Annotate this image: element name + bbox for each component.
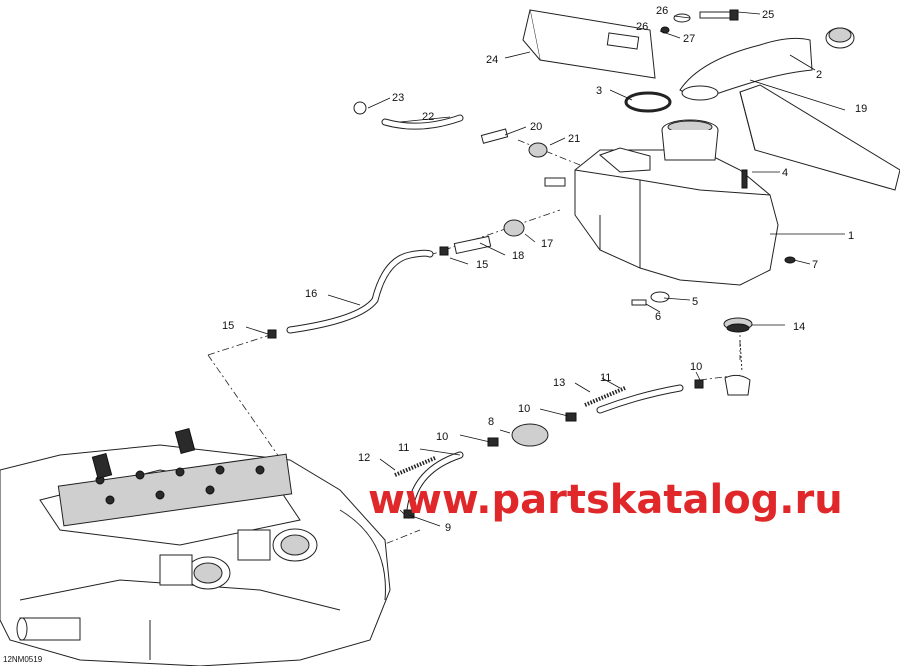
callout-17: 17 [541,238,553,250]
callout-16: 16 [305,288,317,300]
part-vent-valve [741,169,748,189]
callout-18: 18 [512,250,524,262]
callout-12: 12 [358,452,370,464]
part-clamp [624,91,672,113]
part-pickup-grommet [723,317,753,333]
part-fuel-line-lower [394,339,751,519]
callout-22: 22 [422,111,434,123]
callout-27: 27 [683,33,695,45]
figure-code: 12NM0519 [3,655,43,664]
engine-block [0,427,391,666]
part-screw-washer-nut [660,9,739,34]
part-grommet-screw [631,256,796,306]
callout-14: 14 [793,321,805,333]
callout-11a: 11 [600,372,611,384]
callout-20: 20 [530,121,542,133]
part-vent-line [353,101,548,158]
callout-26b: 26 [636,21,648,33]
callout-7: 7 [812,259,818,271]
callout-10b: 10 [518,403,530,415]
callout-15b: 15 [222,320,234,332]
callout-3: 3 [596,85,602,97]
callout-25: 25 [762,9,774,21]
callout-21: 21 [568,133,580,145]
callout-10c: 10 [436,431,448,443]
part-filler-neck [679,27,855,101]
part-fuel-tank [544,119,779,286]
callout-4: 4 [782,167,788,179]
watermark-text: www.partskatalog.ru [368,477,843,523]
callout-9: 9 [445,522,451,534]
part-foam-pad [739,84,900,191]
engine-cylinder-heads [57,453,293,527]
engine-spark-plugs [91,427,196,480]
callout-8: 8 [488,416,494,428]
callout-24: 24 [486,54,498,66]
leader-lines [245,11,846,527]
callout-10a: 10 [690,361,702,373]
part-heat-shield [522,9,656,79]
engine-intake-ports [159,528,318,590]
callout-23: 23 [392,92,404,104]
callout-1: 1 [848,230,854,242]
callout-15a: 15 [476,259,488,271]
callout-6: 6 [655,311,661,323]
callout-11b: 11 [398,442,409,454]
callout-2: 2 [816,69,822,81]
callout-5: 5 [692,296,698,308]
callout-19: 19 [855,103,867,115]
engine-shaft [16,617,81,641]
callout-13: 13 [553,377,565,389]
callout-numbers: 1 2 3 4 5 6 7 8 9 10 10 10 11 11 12 13 1… [222,5,867,534]
callout-26a: 26 [656,5,668,17]
part-fuel-line-upper [267,219,525,339]
